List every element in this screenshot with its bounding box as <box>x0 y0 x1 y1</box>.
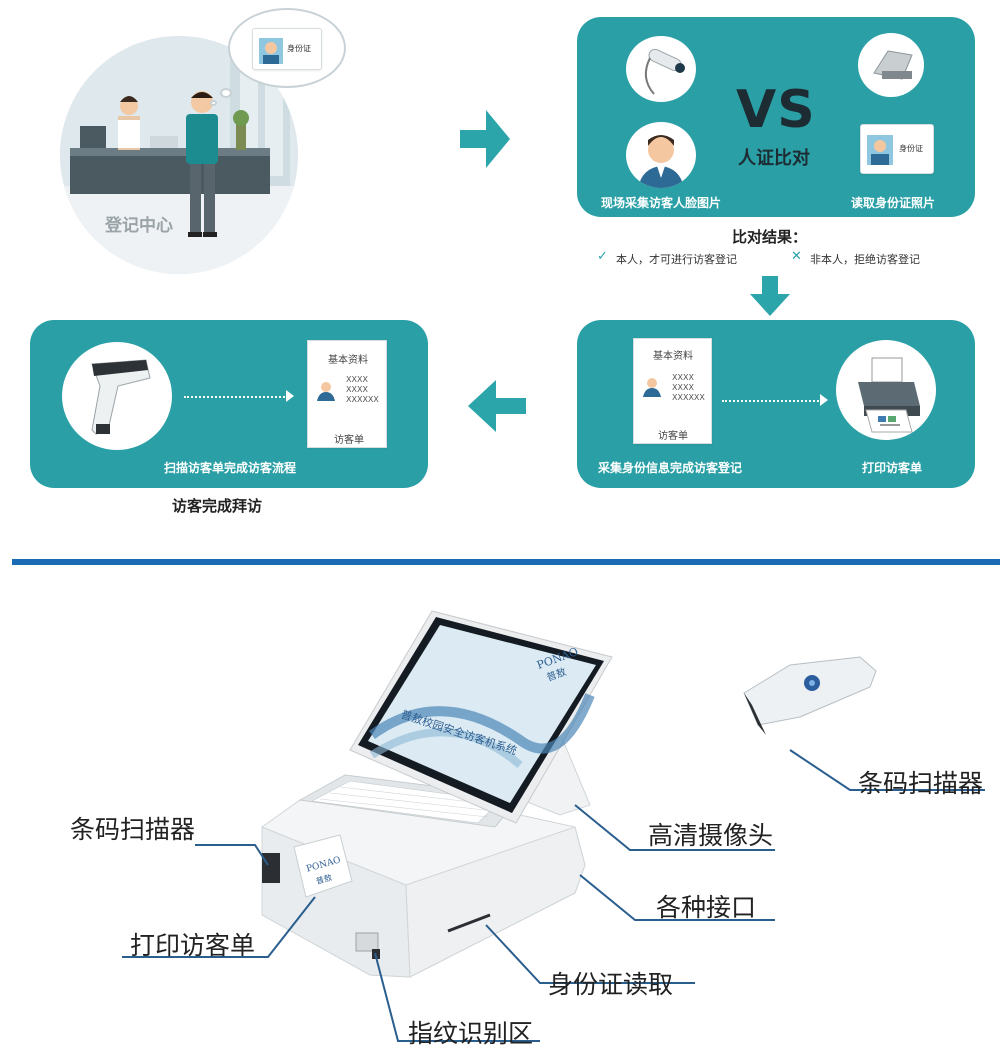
cross-icon: ✕ <box>791 249 802 264</box>
register-card: 基本资料 XXXX XXXX XXXXXX 访客单 <box>633 338 712 444</box>
vs-text: VS <box>736 80 816 140</box>
registration-label: 登记中心 <box>105 216 173 236</box>
arrow-left-icon <box>468 380 526 432</box>
scan-card-footer: 访客单 <box>334 435 364 446</box>
label-fingerprint: 指纹识别区 <box>408 1019 534 1048</box>
id-reader-circle <box>858 33 924 97</box>
printer-circle <box>836 340 936 440</box>
camera-icon <box>644 48 685 95</box>
check-icon: ✓ <box>597 249 608 264</box>
scan-dotted-line <box>184 396 288 398</box>
scan-card-line: XXXX <box>346 375 368 384</box>
register-card-line: XXXX <box>672 383 694 392</box>
visitor-kiosk-device <box>122 610 985 1042</box>
register-card-line: XXXXXX <box>672 393 705 402</box>
scan-card-line: XXXX <box>346 385 368 394</box>
thought-dot-small <box>210 100 217 106</box>
register-dotted-line <box>722 400 822 402</box>
label-scanner-right: 条码扫描器 <box>858 769 984 798</box>
register-card-footer: 访客单 <box>658 431 688 442</box>
section-divider <box>12 559 1000 565</box>
printer-icon <box>858 357 920 433</box>
id-reader-icon <box>873 50 913 80</box>
label-ports: 各种接口 <box>656 893 757 922</box>
person-icon <box>259 38 283 64</box>
register-arrowhead <box>820 394 828 406</box>
bubble-id-card: 身份证 <box>252 28 322 70</box>
result-reject: 非本人，拒绝访客登记 <box>810 253 920 266</box>
scan-card-line: XXXXXX <box>346 395 379 404</box>
compare-id-card: 身份证 <box>860 124 934 174</box>
vs-subtitle: 人证比对 <box>738 148 810 169</box>
thought-dot-large <box>220 88 232 98</box>
person-icon <box>317 382 335 401</box>
read-id-caption: 读取身份证照片 <box>850 196 935 210</box>
register-card-title: 基本资料 <box>653 351 693 362</box>
label-camera: 高清摄像头 <box>648 821 774 850</box>
label-id-reader: 身份证读取 <box>548 970 674 999</box>
visitor-face-circle <box>626 122 696 188</box>
scan-arrowhead <box>286 390 294 402</box>
register-caption: 采集身份信息完成访客登记 <box>597 461 742 475</box>
arrow-down-icon <box>750 276 790 316</box>
label-scanner-left: 条码扫描器 <box>70 815 196 844</box>
compare-id-card-label: 身份证 <box>899 144 923 153</box>
capture-face-caption: 现场采集访客人脸图片 <box>600 196 721 210</box>
scan-card-title: 基本资料 <box>328 355 368 366</box>
arrow-right-icon <box>460 110 510 168</box>
visitor-face-icon <box>638 135 684 188</box>
camera-circle <box>626 36 696 102</box>
scanner-circle <box>62 342 172 450</box>
finish-label: 访客完成拜访 <box>172 497 263 515</box>
scan-card: 基本资料 XXXX XXXX XXXXXX 访客单 <box>307 340 387 448</box>
print-caption: 打印访客单 <box>861 461 922 475</box>
person-icon <box>643 378 661 397</box>
barcode-scanner-icon <box>91 359 151 435</box>
register-card-line: XXXX <box>672 373 694 382</box>
result-title: 比对结果： <box>732 228 808 246</box>
result-pass: 本人，才可进行访客登记 <box>616 253 737 266</box>
scan-caption: 扫描访客单完成访客流程 <box>163 461 296 475</box>
person-icon <box>867 135 893 165</box>
label-print: 打印访客单 <box>130 931 256 960</box>
bubble-id-card-label: 身份证 <box>287 44 311 53</box>
